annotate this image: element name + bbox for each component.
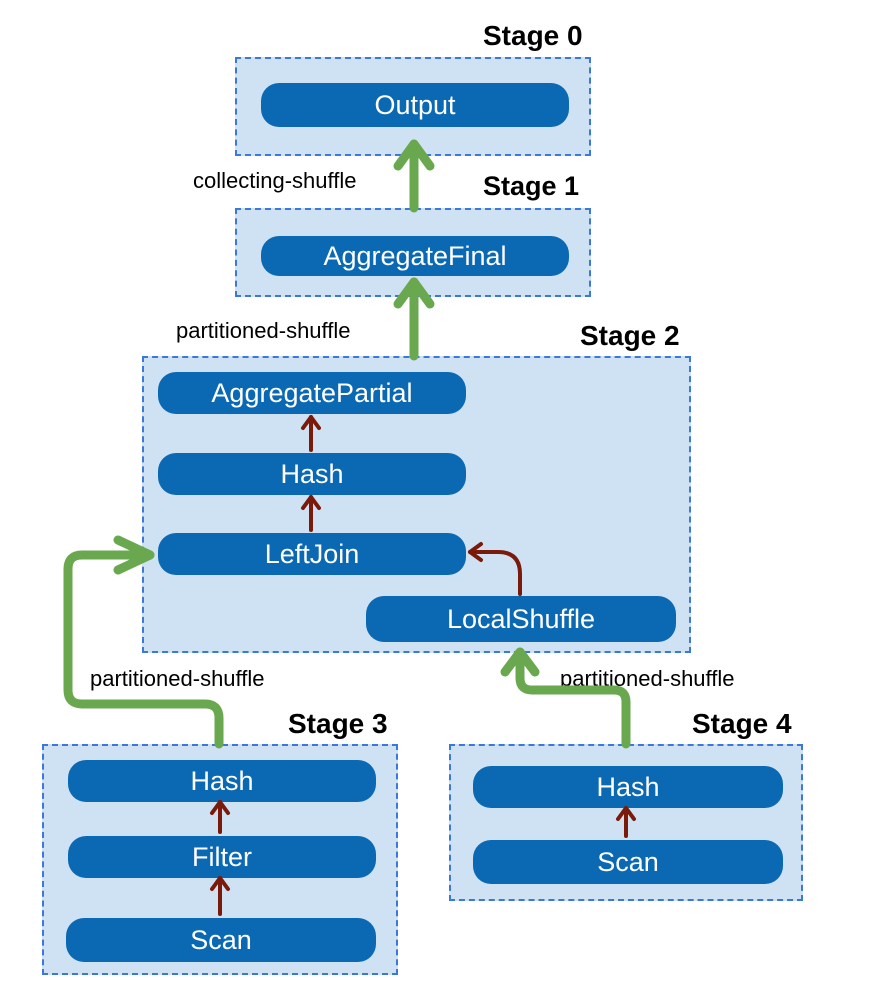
op-aggregate-partial[interactable]: AggregatePartial xyxy=(158,372,466,414)
shuffle-arrow-stage2-to-stage1 xyxy=(393,277,435,361)
op-output[interactable]: Output xyxy=(261,83,569,127)
op-aggregate-final[interactable]: AggregateFinal xyxy=(261,236,569,276)
stage-2-box: AggregatePartial Hash LeftJoin LocalShuf… xyxy=(142,356,691,653)
stage-3-title: Stage 3 xyxy=(288,708,388,739)
local-arrow-localshuffle-to-leftjoin xyxy=(468,542,522,596)
local-arrow-scan-to-hash-stage4 xyxy=(616,806,636,838)
stage-2-title: Stage 2 xyxy=(580,320,680,351)
op-local-shuffle[interactable]: LocalShuffle xyxy=(366,596,676,642)
local-arrow-filter-to-hash-stage3 xyxy=(210,800,230,834)
edge-label-collecting-shuffle: collecting-shuffle xyxy=(193,168,357,193)
stage-0-title: Stage 0 xyxy=(483,20,583,51)
local-arrow-hash-to-aggregatepartial xyxy=(301,415,321,452)
local-arrow-scan-to-filter-stage3 xyxy=(210,876,230,916)
edge-label-partitioned-shuffle-stage1: partitioned-shuffle xyxy=(176,318,351,343)
op-hash-stage3[interactable]: Hash xyxy=(68,760,376,802)
stage-1-title: Stage 1 xyxy=(483,171,580,201)
op-hash-stage2[interactable]: Hash xyxy=(158,453,466,495)
op-filter[interactable]: Filter xyxy=(68,836,376,878)
op-hash-stage4[interactable]: Hash xyxy=(473,766,783,808)
op-left-join[interactable]: LeftJoin xyxy=(158,533,466,575)
local-arrow-leftjoin-to-hash xyxy=(301,495,321,532)
op-scan-stage4[interactable]: Scan xyxy=(473,840,783,884)
stage-4-box: Hash Scan xyxy=(449,744,803,901)
stage-3-box: Hash Filter Scan xyxy=(42,744,398,975)
stage-0-box: Output xyxy=(235,57,591,156)
stage-4-title: Stage 4 xyxy=(692,708,792,739)
shuffle-arrow-stage4-to-localshuffle xyxy=(500,647,631,749)
edge-label-partitioned-shuffle-stage3: partitioned-shuffle xyxy=(90,666,265,691)
shuffle-arrow-stage3-to-leftjoin xyxy=(63,535,224,749)
shuffle-arrow-stage1-to-stage0 xyxy=(393,139,435,213)
op-scan-stage3[interactable]: Scan xyxy=(66,918,376,962)
